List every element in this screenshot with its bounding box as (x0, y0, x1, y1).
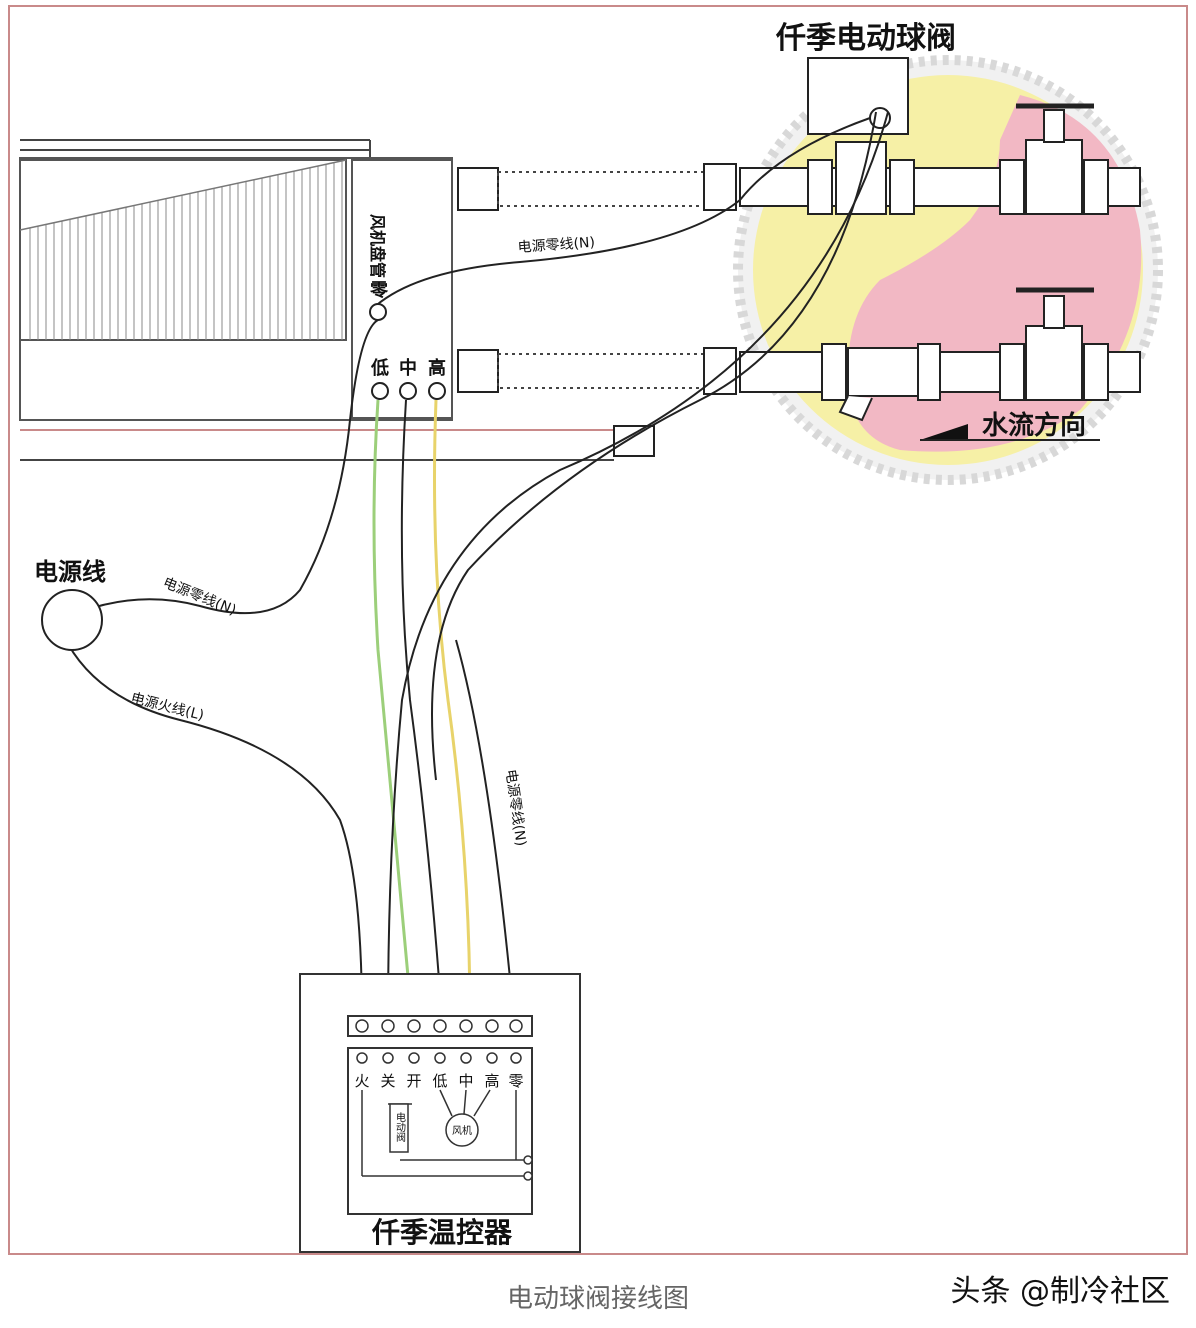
thermostat-terminal-label: 零 (508, 1072, 523, 1090)
thermostat-inner-terminal (356, 1052, 368, 1064)
fan-label: 风机 (452, 1124, 472, 1137)
thermostat-inner-terminal (486, 1052, 498, 1064)
valve-box-label: 电动阀 (394, 1111, 406, 1143)
valve-detail (733, 55, 1163, 485)
thermostat-terminal-label: 低 (432, 1072, 447, 1090)
neutral-terminal-label: 零 (369, 280, 389, 301)
thermostat-inner-terminal (510, 1052, 522, 1064)
outer-frame (8, 5, 1188, 1255)
thermostat-screw-terminal (355, 1019, 369, 1033)
thermostat-inner-terminal (382, 1052, 394, 1064)
thermostat-terminal-label: 火 (354, 1072, 369, 1090)
fan-coil-label: 风机盘管 (368, 214, 387, 278)
watermark: 头条 @制冷社区 (950, 1274, 1170, 1309)
thermostat-terminal-label: 关 (380, 1072, 395, 1090)
fan-coil-unit (19, 139, 737, 461)
wire-neutral-top-label: 电源零线(N) (517, 235, 595, 256)
wire-live-label: 电源火线(L) (129, 690, 205, 724)
thermostat-inner-terminal (408, 1052, 420, 1064)
valve-title: 仟季电动球阀 (775, 21, 956, 56)
thermostat-screw-terminal (407, 1019, 421, 1033)
terminal-high-label: 高 (428, 357, 446, 379)
figure-caption: 电动球阀接线图 (506, 1284, 689, 1314)
thermostat-screw-terminal (381, 1019, 395, 1033)
thermostat-screw-terminal (433, 1019, 447, 1033)
power-cord-icon (41, 589, 103, 651)
thermostat-terminal-label: 高 (484, 1072, 499, 1090)
thermostat-screw-terminal (485, 1019, 499, 1033)
thermostat-title: 仟季温控器 (371, 1216, 513, 1249)
thermostat-terminal-label: 中 (458, 1072, 473, 1090)
terminal-low-label: 低 (370, 357, 389, 379)
thermostat-screw-terminal (459, 1019, 473, 1033)
thermostat-inner-terminal (460, 1052, 472, 1064)
water-flow-label: 水流方向 (982, 410, 1086, 441)
thermostat (299, 973, 581, 1253)
wires (67, 111, 889, 1021)
power-cord-label: 电源线 (34, 558, 106, 586)
terminal-mid-label: 中 (399, 357, 417, 379)
wire-neutral-left-label: 电源零线(N) (161, 575, 239, 619)
thermostat-inner-terminal (434, 1052, 446, 1064)
wire-neutral-bundle-label: 电源零线(N) (502, 768, 529, 847)
thermostat-terminal-label: 开 (406, 1072, 421, 1090)
thermostat-screw-terminal (509, 1019, 523, 1033)
